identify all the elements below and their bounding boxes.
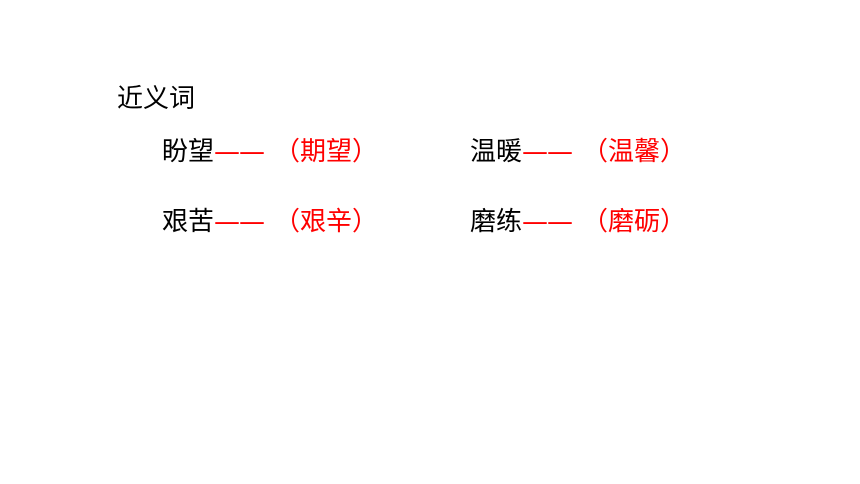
synonym-pair: 艰苦—— （艰辛）	[162, 205, 378, 239]
pair-word: 磨练	[470, 207, 523, 237]
pair-dash: ——	[522, 137, 573, 167]
pair-word: 艰苦	[162, 207, 215, 237]
pair-synonym: （磨砺）	[582, 207, 687, 237]
pair-dash: ——	[522, 207, 573, 237]
section-heading: 近义词	[117, 84, 196, 114]
pair-synonym: （温馨）	[582, 137, 687, 167]
pair-word: 盼望	[162, 137, 215, 167]
pair-synonym: （艰辛）	[274, 207, 379, 237]
synonym-pair: 磨练—— （磨砺）	[470, 205, 686, 239]
pair-word: 温暖	[470, 137, 523, 167]
synonym-pair: 温暖—— （温馨）	[470, 135, 686, 169]
synonym-pair: 盼望—— （期望）	[162, 135, 378, 169]
pair-synonym: （期望）	[274, 137, 379, 167]
pair-dash: ——	[214, 207, 265, 237]
pair-dash: ——	[214, 137, 265, 167]
